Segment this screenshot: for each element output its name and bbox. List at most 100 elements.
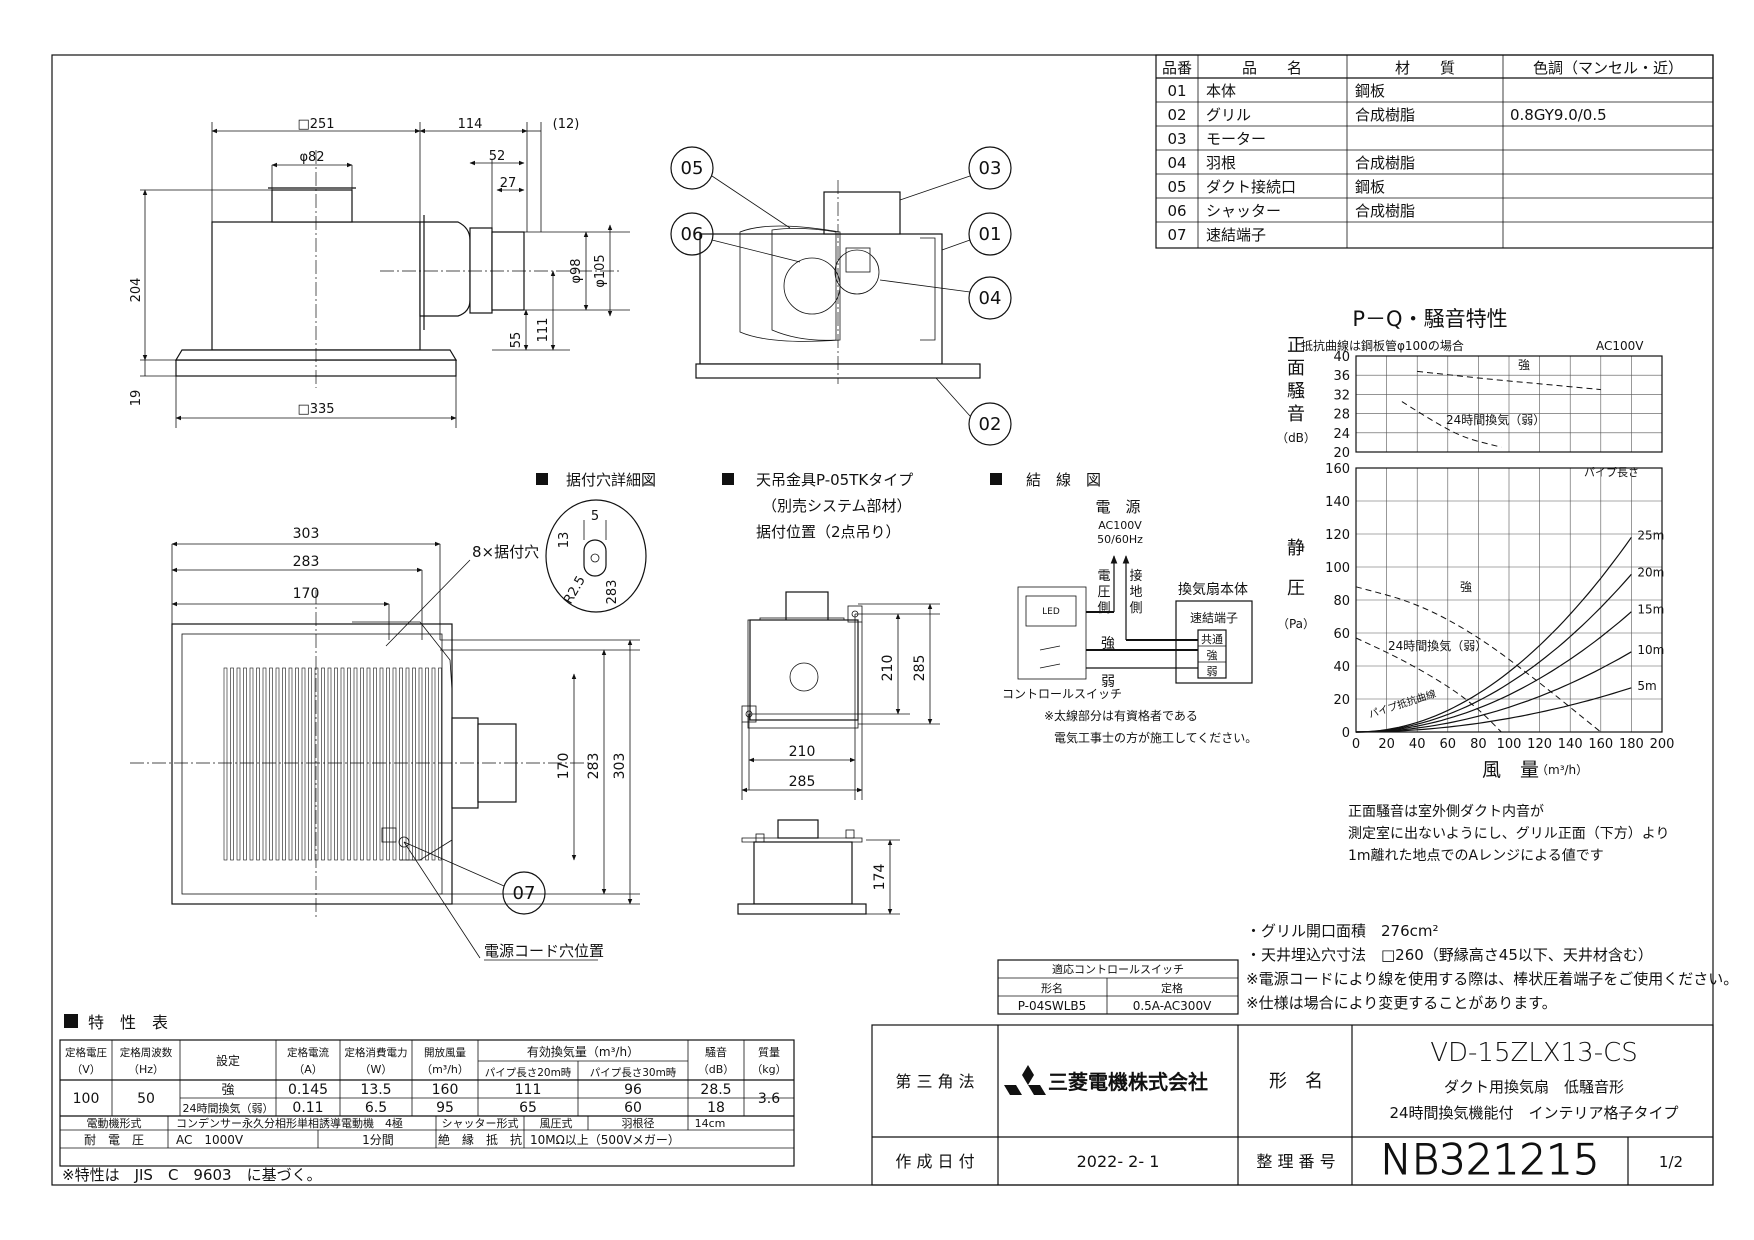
grill-louver <box>353 667 358 861</box>
parts-row-no: 02 <box>1167 106 1186 124</box>
callout-07: 07 <box>403 841 546 915</box>
noise-tick-label: 20 <box>1333 446 1350 461</box>
blade-diameter: 14cm <box>695 1117 726 1130</box>
withstand-voltage: AC 1000V <box>176 1133 244 1147</box>
noise-strong-label: 強 <box>1518 358 1530 372</box>
pipe-length-label: パイプ長さ <box>1584 466 1639 479</box>
dim-55: 55 <box>509 332 524 349</box>
spec-notes: ・グリル開口面積 276cm² ・天井埋込穴寸法 □260（野縁高さ45以下、天… <box>1246 922 1738 1012</box>
svg-text:定格消費電力: 定格消費電力 <box>345 1046 408 1059</box>
parts-header-no: 品番 <box>1162 59 1192 77</box>
projection-label: 第 三 角 法 <box>895 1072 974 1091</box>
grill-louver <box>425 667 429 861</box>
pipe-curve-25m <box>1355 536 1632 733</box>
flow-tick-label: 100 <box>1497 737 1522 752</box>
dim-12: (12) <box>553 117 580 132</box>
wiring-note1: ※太線部分は有資格者である <box>1044 708 1198 723</box>
noise-plot-frame <box>1355 355 1663 453</box>
model-number: VD-15ZLX13-CS <box>1430 1038 1638 1068</box>
bottom-dim-283: 283 <box>293 554 320 570</box>
callout-04: 04 <box>879 276 1012 320</box>
pipe-length-label-15m: 15m <box>1637 603 1664 617</box>
fan-body-label: 換気扇本体 <box>1178 582 1248 598</box>
section-marker-square <box>722 473 734 485</box>
parts-header-name: 品 名 <box>1242 59 1302 77</box>
noise-tick-label: 28 <box>1333 408 1350 423</box>
parts-row-name: ダクト接続口 <box>1206 178 1296 196</box>
svg-text:地: 地 <box>1129 585 1142 600</box>
parts-row-no: 03 <box>1167 130 1186 148</box>
svg-text:※仕様は場合により変更することがあります。: ※仕様は場合により変更することがあります。 <box>1246 994 1557 1012</box>
parts-row-name: グリル <box>1206 106 1251 124</box>
grill-louver <box>282 667 286 861</box>
svg-text:パイプ長さ20m時: パイプ長さ20m時 <box>485 1067 572 1079</box>
parts-row-name: シャッター <box>1206 202 1281 220</box>
hanger-sub2: 据付位置（2点吊り） <box>756 523 901 541</box>
dim-111: 111 <box>536 318 551 343</box>
section-marker-square <box>990 473 1002 485</box>
flow-unit: （m³/h） <box>1536 763 1588 777</box>
dim-204: 204 <box>129 278 144 303</box>
mass-value: 3.6 <box>758 1091 780 1107</box>
svg-text:面: 面 <box>1287 358 1305 379</box>
noise-curve <box>1417 370 1601 391</box>
grill-louver <box>269 667 273 861</box>
company-name: 三菱電機株式会社 <box>1048 1070 1208 1094</box>
char-pipe30: 60 <box>624 1100 642 1116</box>
pressure-plot-frame <box>1355 467 1663 733</box>
grill-louver <box>399 667 403 861</box>
hole-dim-5: 5 <box>591 509 599 524</box>
grill-louver <box>373 667 377 861</box>
wiring-note2: 電気工事士の方が施工してください。 <box>1054 730 1257 745</box>
parts-row-material: 合成樹脂 <box>1355 106 1415 124</box>
number-label: 整 理 番 号 <box>1256 1152 1335 1171</box>
chart-ac-label: AC100V <box>1596 339 1644 353</box>
hanger-hdim-210: 210 <box>789 744 816 760</box>
pressure-unit: （Pa） <box>1277 617 1315 631</box>
svg-text:適応コントロールスイッチ: 適応コントロールスイッチ <box>1052 962 1184 976</box>
grill-louver <box>256 667 260 861</box>
dim-phi105: φ105 <box>593 254 608 287</box>
noise-tick-label: 32 <box>1333 388 1350 403</box>
pipe-length-label-25m: 25m <box>1637 528 1664 542</box>
dim-335: □335 <box>297 402 334 417</box>
flow-tick-label: 40 <box>1409 737 1426 752</box>
callout-02: 02 <box>935 377 1012 446</box>
svg-text:設定: 設定 <box>216 1053 240 1068</box>
pressure-tick-label: 140 <box>1325 495 1350 510</box>
svg-text:音: 音 <box>1287 404 1305 425</box>
grill-louver <box>236 667 241 861</box>
wiring-strong: 強 <box>1101 636 1115 652</box>
parts-row-name: 速結端子 <box>1206 226 1266 244</box>
dim-phi98: φ98 <box>569 258 584 283</box>
wiring-diagram: 結 線 図 電 源 AC100V 50/60Hz 電 圧 側 接 地 側 換気扇… <box>990 471 1257 745</box>
title-block: 第 三 角 法 三菱電機株式会社 形 名 VD-15ZLX13-CS ダクト用換… <box>871 1024 1714 1186</box>
pressure-tick-label: 160 <box>1325 462 1350 477</box>
grill-louver <box>230 667 234 861</box>
bottom-dim-303: 303 <box>293 526 320 542</box>
pq-curve <box>1355 637 1502 733</box>
pq-curve <box>1355 586 1602 733</box>
grill-louver <box>314 667 319 861</box>
flow-tick-label: 120 <box>1527 737 1552 752</box>
flow-tick-label: 0 <box>1352 737 1360 752</box>
pq-weak-label: 24時間換気（弱） <box>1388 638 1487 653</box>
wiring-power-label: 電 源 <box>1095 498 1140 516</box>
date-label: 作 成 日 付 <box>895 1152 974 1171</box>
dim-27: 27 <box>500 176 517 191</box>
callout-06: 06 <box>670 212 801 263</box>
char-open-flow: 95 <box>436 1100 454 1116</box>
bottom-vdim-283: 283 <box>586 753 602 780</box>
grill-louver <box>347 667 351 861</box>
grill-louver <box>288 667 293 861</box>
page-number: 1/2 <box>1659 1153 1683 1171</box>
pressure-tick-label: 120 <box>1325 528 1350 543</box>
characteristics-title: 特 性 表 <box>88 1013 168 1032</box>
svg-text:電: 電 <box>1097 569 1110 584</box>
svg-text:定格電流: 定格電流 <box>287 1046 329 1059</box>
parts-header-material: 材 質 <box>1395 59 1455 77</box>
svg-text:04: 04 <box>979 288 1002 309</box>
char-open-flow: 160 <box>432 1082 459 1098</box>
grill-louver <box>412 667 416 861</box>
